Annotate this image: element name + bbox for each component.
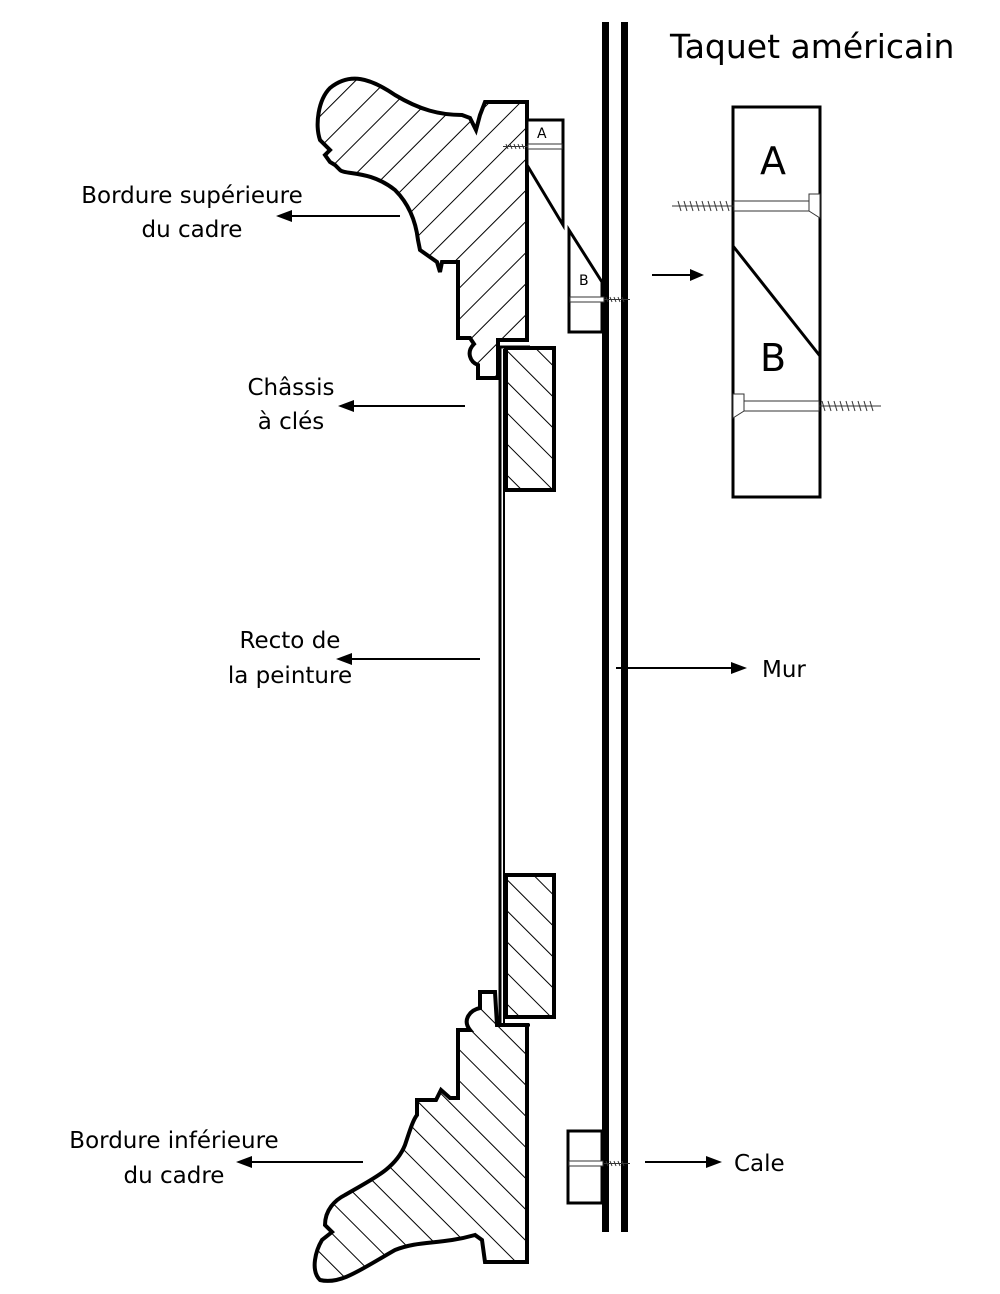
label-painting-front: Recto de la peinture (228, 628, 480, 689)
svg-text:Cale: Cale (734, 1151, 785, 1177)
svg-text:du cadre: du cadre (124, 1163, 225, 1189)
svg-text:Bordure inférieure: Bordure inférieure (69, 1128, 278, 1154)
detail-bevel-cut (731, 245, 822, 357)
arrow-left-icon (236, 1156, 252, 1168)
arrow-right-icon (731, 662, 747, 674)
cleat-b-label: B (579, 273, 589, 289)
cleat-a: A (503, 118, 565, 231)
wall (602, 22, 628, 1232)
svg-text:Bordure supérieure: Bordure supérieure (81, 183, 302, 209)
arrow-left-icon (338, 400, 354, 412)
svg-text:Recto de: Recto de (240, 628, 341, 654)
arrow-left-icon (336, 653, 352, 665)
detail-title: Taquet américain (669, 27, 954, 66)
wall-line-back (621, 22, 628, 1232)
detail-label-a: A (760, 139, 786, 183)
svg-text:Mur: Mur (762, 657, 806, 683)
bottom-frame-moulding (312, 990, 529, 1283)
top-frame-moulding (315, 76, 529, 380)
detail-screw-a (733, 200, 810, 212)
svg-text:la peinture: la peinture (228, 663, 352, 689)
detail-screw-b (743, 400, 820, 412)
svg-text:du cadre: du cadre (142, 217, 243, 243)
wall-line-front (602, 22, 609, 1232)
label-shim: Cale (645, 1151, 785, 1177)
painting (498, 345, 556, 1027)
stretcher-bar-bottom (504, 873, 556, 1019)
label-top-frame: Bordure supérieure du cadre (81, 183, 400, 243)
detail-arrow-icon (690, 269, 704, 281)
cleat-a-label: A (537, 126, 547, 142)
arrow-right-icon (706, 1156, 722, 1168)
label-stretcher: Châssis à clés (247, 375, 465, 435)
detail-label-b: B (760, 336, 786, 380)
arrow-left-icon (276, 210, 292, 222)
svg-text:Châssis: Châssis (247, 375, 334, 401)
label-bottom-frame: Bordure inférieure du cadre (69, 1128, 363, 1189)
label-wall: Mur (616, 657, 806, 683)
shim (566, 1129, 630, 1205)
cleat-detail: Taquet américain A B (652, 27, 954, 499)
cleat-b: B (567, 224, 630, 334)
svg-text:à clés: à clés (258, 409, 325, 435)
stretcher-bar-top (504, 346, 556, 492)
